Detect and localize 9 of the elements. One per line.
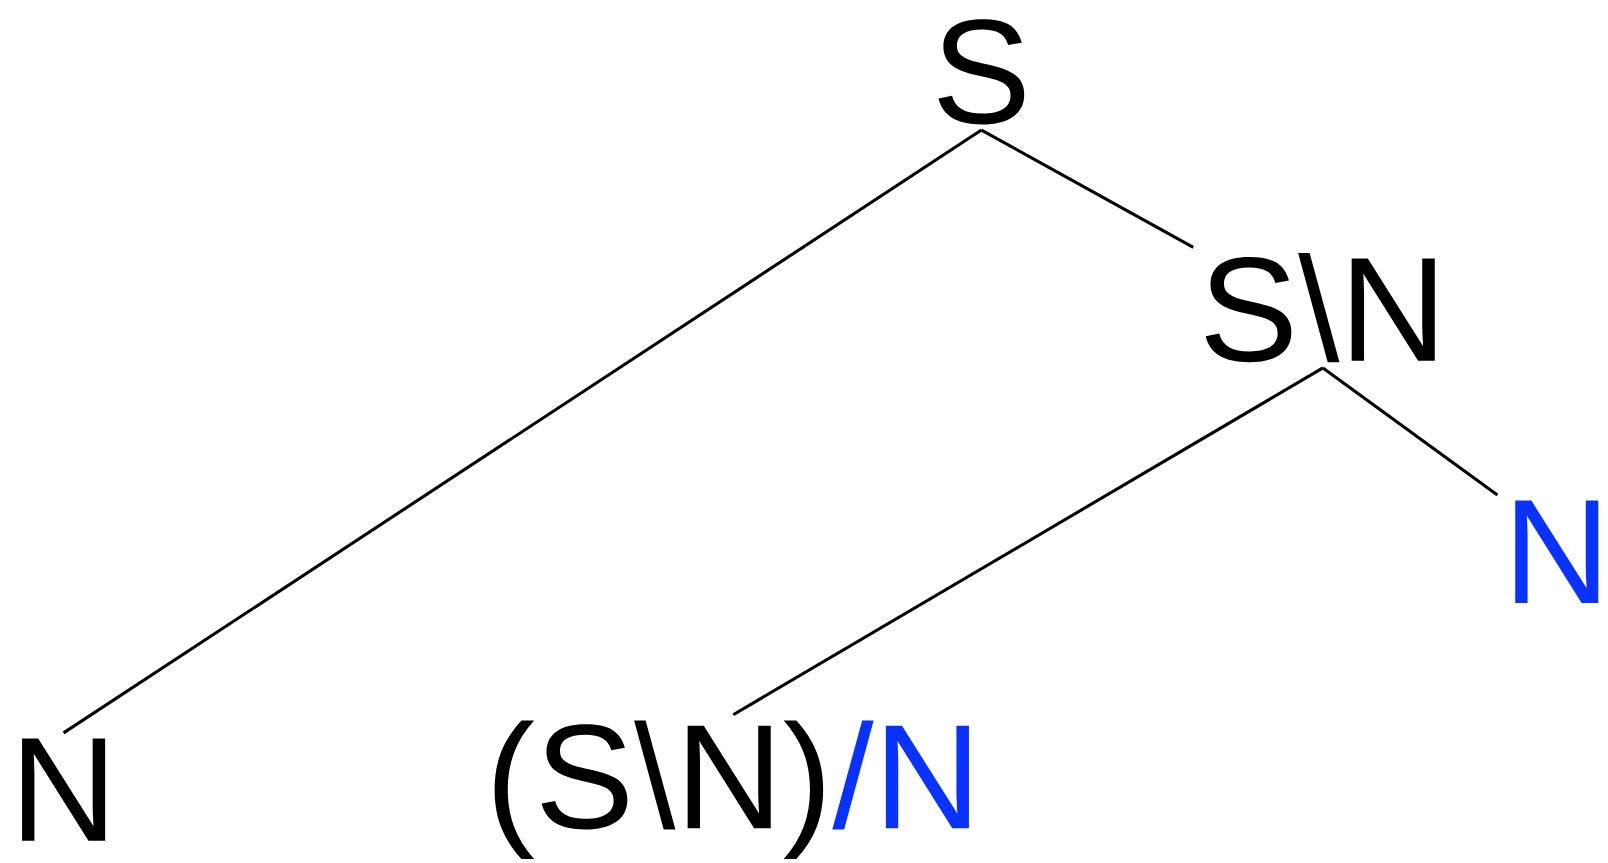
category-label: N xyxy=(22,738,106,841)
tree-branch xyxy=(732,366,1324,716)
category-label: S\N xyxy=(1205,252,1435,363)
category-label: S xyxy=(938,18,1025,125)
tree-branch xyxy=(1322,366,1499,496)
category-label: N xyxy=(1515,500,1599,603)
tree-branch xyxy=(980,128,1195,249)
category-label: (S\N)/N xyxy=(494,720,969,859)
tree-branch xyxy=(62,128,983,734)
